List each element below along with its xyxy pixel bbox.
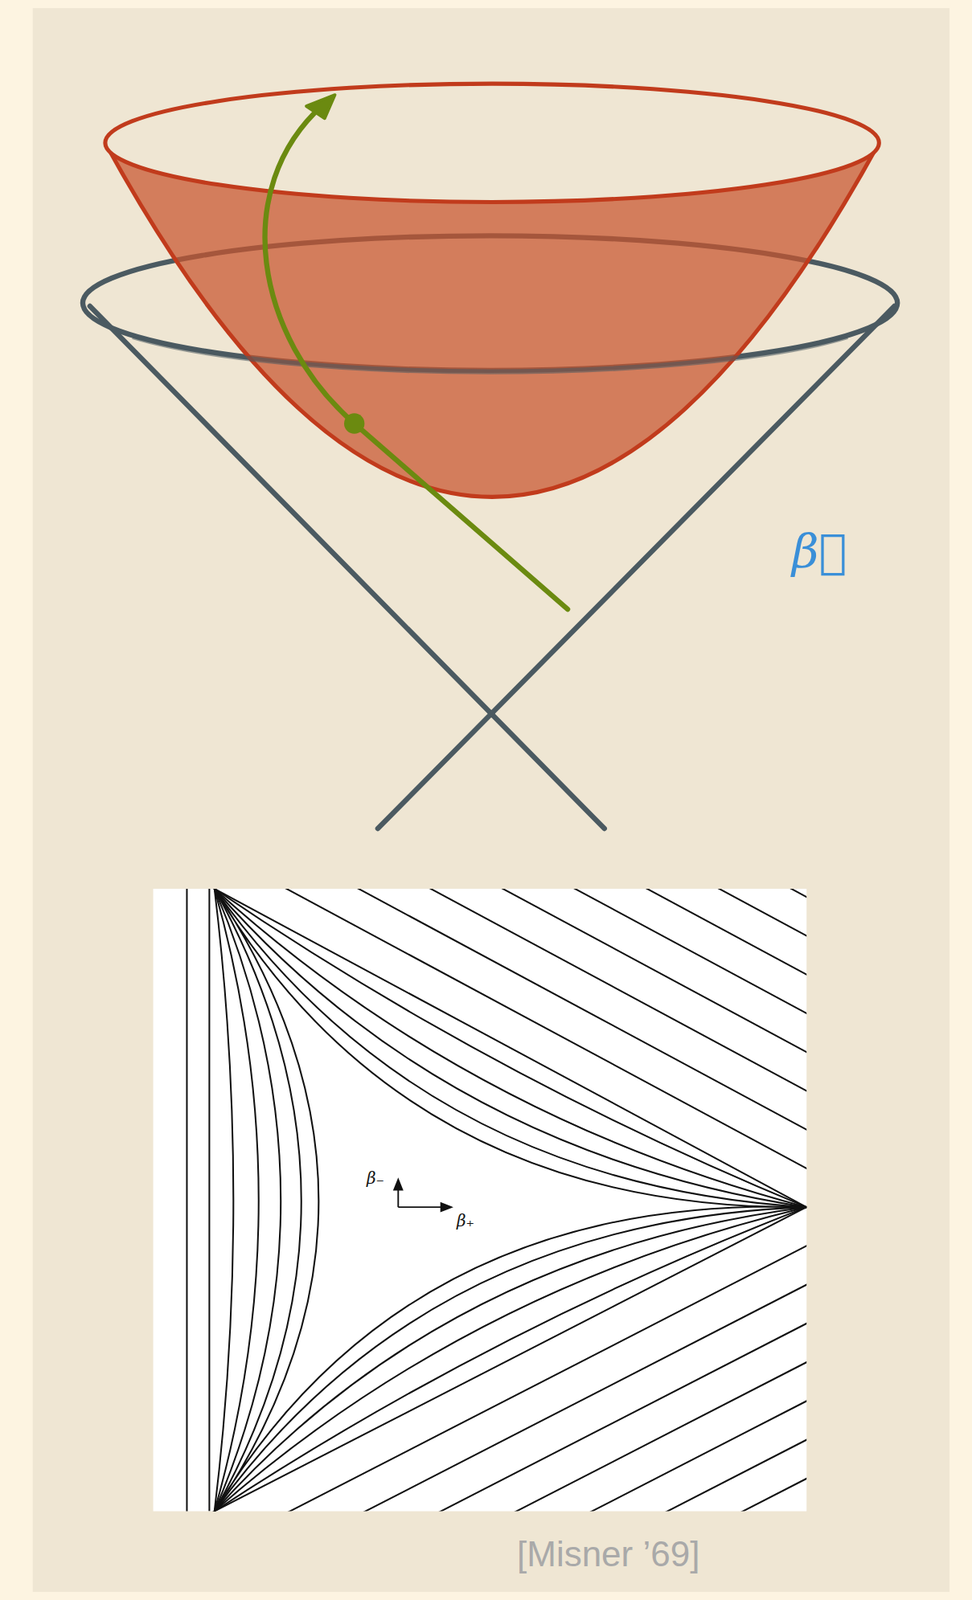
cone-rim-front [132,336,848,373]
trajectory [265,94,569,610]
hyperboloid-surface [105,83,879,497]
vector-symbol: β⃗ [791,526,847,579]
axis-label: β₋ [365,1169,386,1188]
misner-figure [153,889,808,1513]
axis-label: β₊ [455,1212,476,1231]
background-panel [32,8,950,1593]
citation: [Misner ’69] [516,1535,700,1575]
beta-axes [393,1180,452,1212]
potential-contours [153,889,808,1513]
